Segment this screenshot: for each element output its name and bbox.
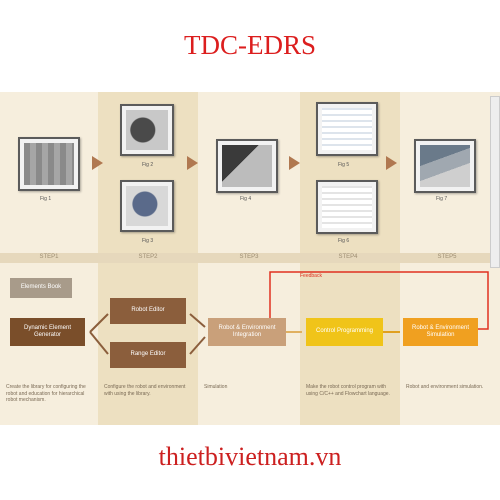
screenshot-caption-5: Fig 5 bbox=[338, 162, 350, 168]
range-editor-box: Range Editor bbox=[110, 342, 186, 368]
screenshot-caption-6: Fig 6 bbox=[338, 238, 350, 244]
step-label-2: STEP2 bbox=[138, 254, 158, 260]
footer-site: thietbivietnam.vn bbox=[158, 442, 342, 471]
step-label-4: STEP4 bbox=[338, 254, 358, 260]
step-description-5: Robot and environment simulation. bbox=[406, 384, 484, 390]
screenshot-1 bbox=[18, 137, 80, 191]
flow-arrow-2 bbox=[187, 156, 198, 170]
flow-arrow-3 bbox=[289, 156, 300, 170]
feedback-label: Feedback bbox=[300, 273, 322, 279]
step-description-3: Simulation bbox=[204, 384, 228, 390]
step-description-2: Configure the robot and environment with… bbox=[104, 384, 186, 397]
flow-connectors bbox=[89, 271, 489, 355]
step-description-4: Make the robot control program with usin… bbox=[306, 384, 390, 397]
page-title: TDC-EDRS bbox=[183, 30, 316, 60]
screenshot-5 bbox=[316, 102, 378, 156]
screenshot-7 bbox=[414, 139, 476, 193]
screenshot-3 bbox=[120, 180, 174, 232]
screenshot-caption-2: Fig 2 bbox=[142, 162, 154, 168]
robot-integration-box: Robot & Environment Integration bbox=[208, 318, 286, 346]
screenshot-4 bbox=[216, 139, 278, 193]
screenshot-caption-4: Fig 4 bbox=[240, 196, 252, 202]
feedback-line bbox=[269, 271, 489, 330]
screenshot-caption-3: Fig 3 bbox=[142, 238, 154, 244]
step-label-1: STEP1 bbox=[39, 254, 59, 260]
elements-book-box: Elements Book bbox=[10, 278, 72, 298]
control-programming-box: Control Programming bbox=[306, 318, 383, 346]
robot-simulation-box: Robot & Environment Simulation bbox=[403, 318, 478, 346]
screenshot-caption-1: Fig 1 bbox=[40, 196, 52, 202]
step-label-5: STEP5 bbox=[437, 254, 457, 260]
flow-arrow-4 bbox=[386, 156, 397, 170]
step-description-1: Create the library for configuring the r… bbox=[6, 384, 86, 403]
workflow-banner: STEP1 STEP2 STEP3 STEP4 STEP5 Fig 1 Fig … bbox=[0, 92, 500, 425]
step-label-3: STEP3 bbox=[239, 254, 259, 260]
scrollbar[interactable] bbox=[490, 96, 500, 268]
flow-arrow-1 bbox=[92, 156, 103, 170]
dynamic-generator-box: Dynamic Element Generator bbox=[10, 318, 85, 346]
robot-editor-box: Robot Editor bbox=[110, 298, 186, 324]
screenshot-2 bbox=[120, 104, 174, 156]
step-strip bbox=[0, 253, 490, 263]
screenshot-caption-7: Fig 7 bbox=[436, 196, 448, 202]
screenshot-6 bbox=[316, 180, 378, 234]
